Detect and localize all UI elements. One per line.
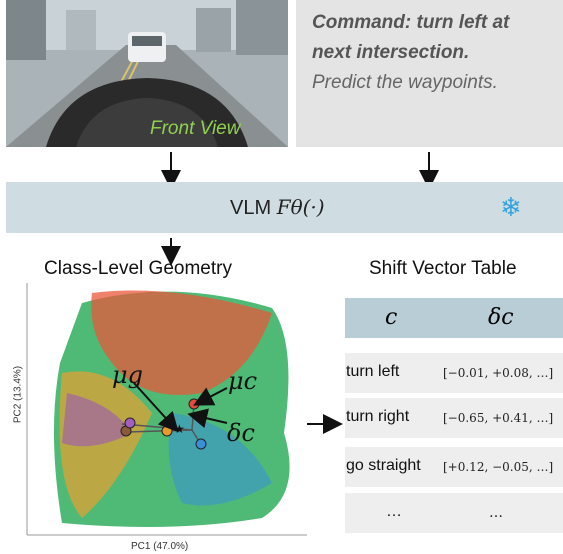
mu-c-label: μc [228,367,257,395]
geometry-title: Class-Level Geometry [44,258,232,279]
star-marker: ★ [174,422,185,436]
table-header [345,298,563,338]
row-condition: go straight [346,457,421,474]
command-line-1: Command: turn left at [312,12,510,33]
cluster-purple [62,393,132,447]
row-vector: … [489,505,503,521]
arrow-mu-c [193,387,228,406]
row-condition: turn left [346,363,400,380]
table-row [345,447,563,487]
vlm-name: VLM [230,197,272,219]
vlm-label: VLM Fθ(·) [230,195,325,220]
front-view-image [6,0,288,147]
class-mean-point [124,417,136,429]
cluster-red [91,290,272,395]
class-mean-point [195,438,207,450]
row-condition: … [386,503,402,520]
delta-c-label: δc [227,419,255,447]
command-box [296,0,563,147]
vlm-function: Fθ(·) [276,195,325,219]
command-line-2: next intersection. [312,42,470,63]
row-condition: turn right [346,408,410,425]
snowflake-icon: ❄ [500,192,522,222]
row-vector: [−0.65, +0.41, …] [443,411,554,425]
arrow-delta-c [187,408,228,429]
pca-scatter-plot: ★ μg μc δc [22,283,307,539]
table-row [345,353,563,393]
table-header-delta: δc [488,305,514,330]
y-axis-label: PC2 (13.4%) [12,365,24,424]
global-mean-point [161,425,173,437]
table-row [345,493,563,533]
class-mean-point [188,398,200,410]
x-axis-label: PC1 (47.0%) [131,541,189,552]
command-line-3: Predict the waypoints. [312,72,498,93]
arrow-mu-g [133,382,179,433]
row-vector: [−0.01, +0.08, …] [443,366,554,380]
vlm-bar [6,182,563,233]
cluster-blue [168,413,272,506]
mu-g-label: μg [112,361,143,389]
shift-table-title: Shift Vector Table [369,258,517,279]
row-vector: [+0.12, −0.05, …] [443,460,554,474]
table-header-c: c [385,305,398,330]
table-row [345,398,563,438]
front-view-label: Front View [150,118,241,139]
